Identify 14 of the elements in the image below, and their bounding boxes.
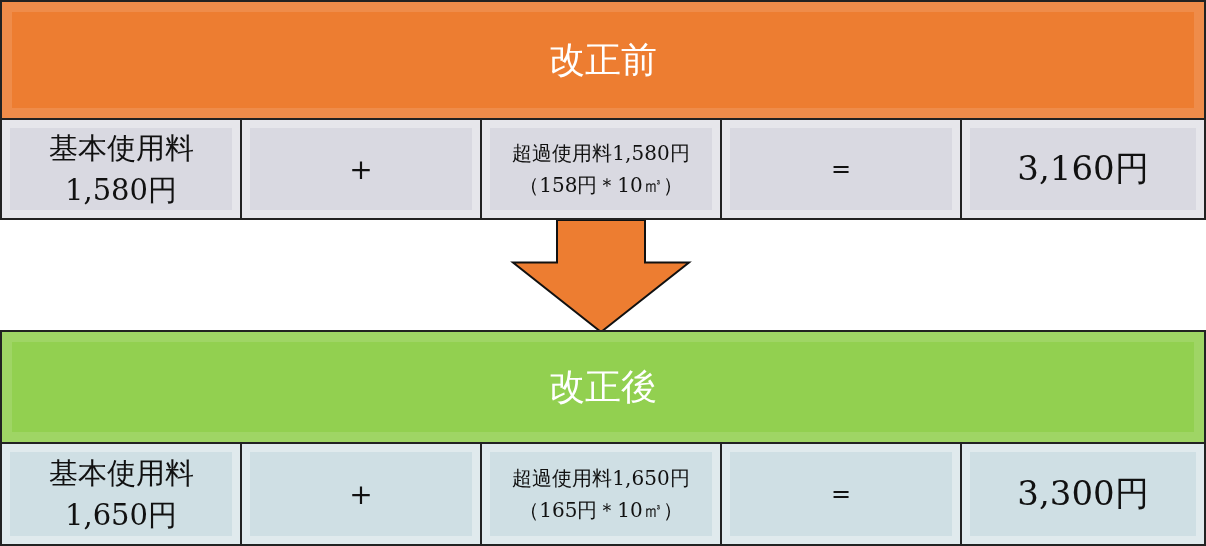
table-cell: =: [720, 442, 962, 546]
table-cell: 基本使用料1,580円: [0, 118, 242, 220]
table-cell: =: [720, 118, 962, 220]
header-band: 改正前: [0, 0, 1206, 120]
cell-text: 超過使用料1,580円: [512, 140, 690, 167]
table-cell: +: [240, 442, 482, 546]
table-cell: 3,300円: [960, 442, 1206, 546]
table-cell: 3,160円: [960, 118, 1206, 220]
cell-note: （165円＊10㎥）: [519, 497, 683, 524]
cell-text: 超過使用料1,650円: [512, 465, 690, 492]
table-cell: 基本使用料1,650円: [0, 442, 242, 546]
cell-note: （158円＊10㎥）: [519, 172, 683, 199]
header-band: 改正後: [0, 330, 1206, 444]
table-cell: +: [240, 118, 482, 220]
